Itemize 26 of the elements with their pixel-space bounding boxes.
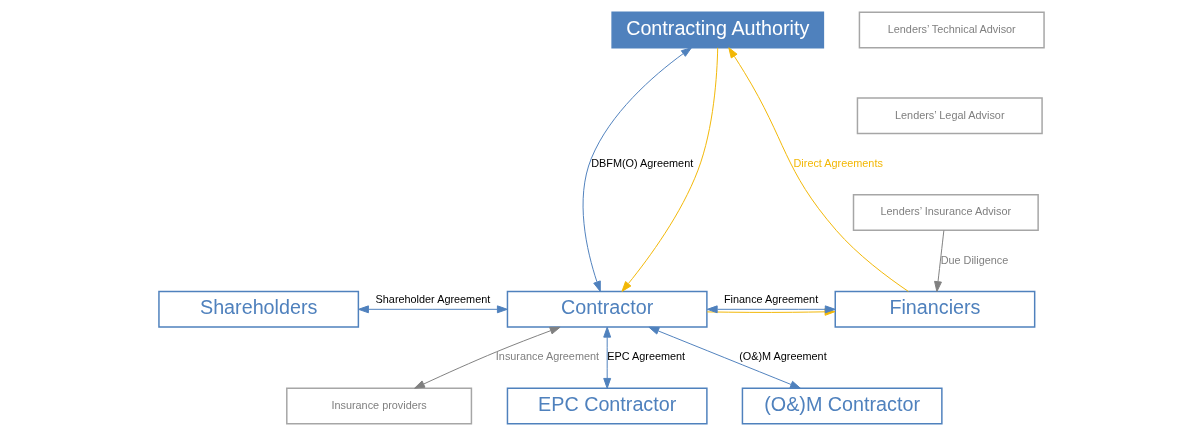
node-box: Contracting Authority [610,11,824,49]
edge-label: EPC Agreement [606,350,685,363]
edge-label: Insurance Agreement [495,350,599,363]
edge-label: Shareholder Agreement [375,293,490,306]
arrow [413,326,561,389]
node-box: Insurance providers [285,387,472,425]
node-box: Lenders’ Insurance Advisor [852,194,1039,232]
node-box: Contractor [506,290,708,328]
arrow [647,326,801,389]
node-box: Shareholders [157,290,359,328]
arrow [582,47,692,292]
node-box: EPC Contractor [506,387,708,425]
node-box: Lenders’ Technical Advisor [858,11,1045,49]
edge-label: Due Diligence [940,253,1008,266]
arrow [602,326,611,389]
arrow [933,230,944,293]
node-box: Lenders’ Legal Advisor [856,97,1043,135]
edge-label: (O&)M Agreement [738,350,827,363]
edge-label: DBFM(O) Agreement [590,156,693,169]
edge-label: Finance Agreement [723,293,818,306]
edge-label: Direct Agreements [793,156,883,169]
arrow [727,47,909,292]
arrow [620,47,718,292]
arrow [357,305,508,314]
node-box: (O&)M Contractor [741,387,943,425]
node-box: Financiers [834,290,1035,328]
